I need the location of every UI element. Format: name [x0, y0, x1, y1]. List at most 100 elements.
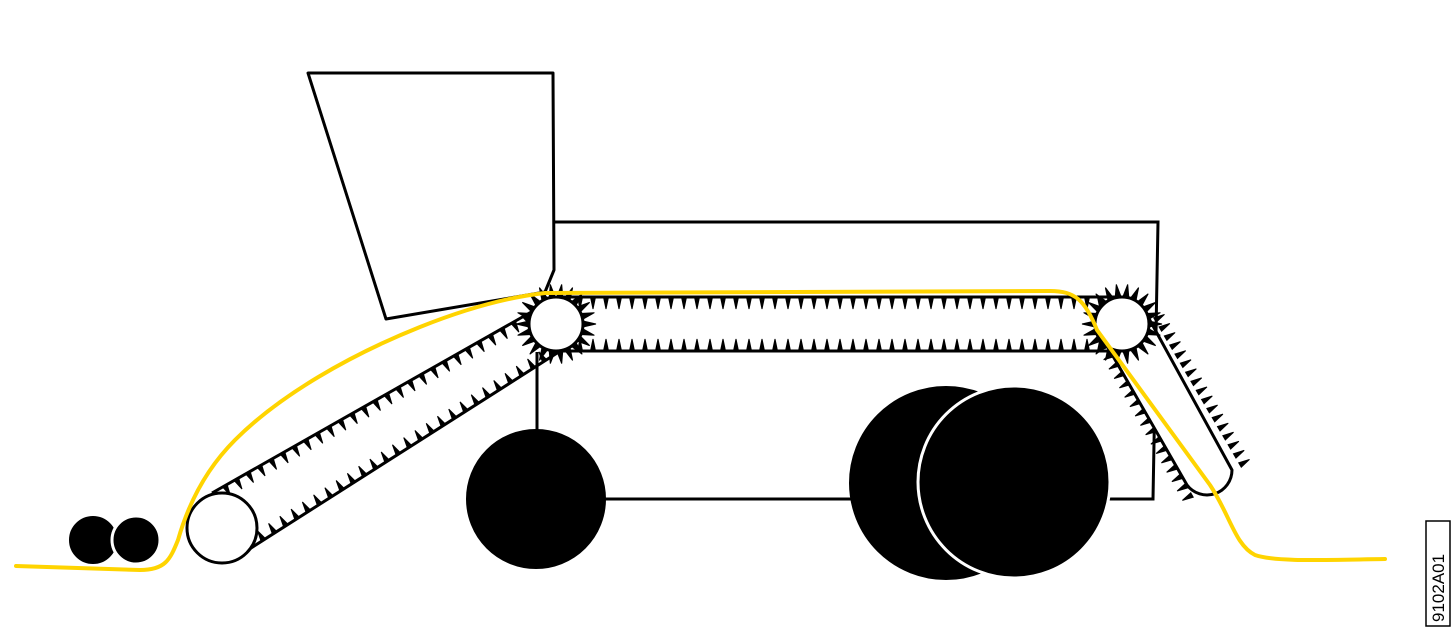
- belt-tooth: [927, 338, 935, 352]
- belt-tooth: [325, 425, 335, 438]
- belt-tooth: [515, 320, 530, 328]
- hopper-outline: [306, 71, 556, 321]
- belt-tooth: [459, 401, 469, 414]
- belt-tooth: [268, 523, 278, 535]
- belt-tooth: [245, 470, 254, 483]
- belt-tooth: [1108, 360, 1121, 370]
- belt-tooth: [758, 296, 766, 310]
- belt-tooth: [1124, 388, 1137, 398]
- belt-tooth: [504, 372, 514, 385]
- belt-tooth: [940, 296, 948, 310]
- belt-tooth: [810, 296, 818, 310]
- belt-tooth: [1083, 338, 1091, 352]
- belt-tooth: [1152, 313, 1165, 323]
- belt-tooth: [346, 473, 357, 485]
- belt-tooth: [849, 338, 857, 352]
- belt-tooth: [784, 338, 792, 352]
- belt-tooth: [719, 338, 727, 352]
- belt-tooth: [615, 338, 623, 352]
- right-sprocket: [1093, 295, 1151, 353]
- belt-tooth: [979, 296, 987, 310]
- belt-tooth: [875, 296, 883, 310]
- belt-tooth: [291, 444, 301, 457]
- belt-tooth: [1145, 426, 1158, 436]
- belt-tooth: [482, 387, 492, 399]
- belt-tooth: [1237, 458, 1250, 468]
- belt-tooth: [475, 340, 485, 353]
- belt-tooth: [589, 338, 597, 352]
- belt-tooth: [510, 320, 520, 333]
- inclined-belt-conveyor: [211, 309, 566, 557]
- belt-tooth: [1166, 463, 1179, 473]
- belt-tooth: [615, 296, 623, 310]
- product-ball-right: [110, 514, 162, 566]
- rear-wheel-front: [916, 384, 1112, 580]
- belt-tooth: [380, 451, 391, 464]
- belt-tooth: [392, 444, 402, 457]
- belt-tooth: [836, 296, 844, 310]
- belt-tooth: [992, 338, 1000, 352]
- belt-tooth: [914, 338, 922, 352]
- belt-tooth: [667, 296, 675, 310]
- belt-tooth: [654, 296, 662, 310]
- belt-tooth: [680, 338, 688, 352]
- belt-tooth: [758, 338, 766, 352]
- belt-tooth: [324, 487, 334, 500]
- belt-tooth: [418, 372, 428, 385]
- belt-tooth: [836, 338, 844, 352]
- belt-tooth: [372, 399, 381, 411]
- belt-tooth: [732, 296, 740, 310]
- right-sprocket-teeth: [1081, 284, 1163, 364]
- belt-tooth: [1031, 296, 1039, 310]
- belt-tooth: [279, 515, 289, 528]
- belt-tooth: [966, 296, 974, 310]
- belt-tooth: [1190, 377, 1203, 387]
- belt-tooth: [784, 296, 792, 310]
- belt-tooth: [1005, 338, 1013, 352]
- belt-tooth: [992, 296, 1000, 310]
- belt-tooth: [641, 296, 649, 310]
- belt-tooth: [313, 494, 323, 507]
- belt-tooth: [693, 338, 701, 352]
- belt-tooth: [358, 465, 368, 478]
- belt-tooth: [1083, 296, 1091, 310]
- belt-tooth: [706, 338, 714, 352]
- belt-tooth: [256, 530, 267, 542]
- upper-belt-teeth-bottom: [576, 338, 1104, 352]
- belt-tooth: [515, 365, 526, 378]
- belt-tooth: [1018, 338, 1026, 352]
- belt-tooth: [1031, 338, 1039, 352]
- belt-tooth: [383, 392, 393, 405]
- belt-tooth: [1158, 323, 1171, 333]
- belt-tooth: [966, 338, 974, 352]
- reference-code: 9102A01: [1429, 554, 1448, 622]
- belt-tooth: [823, 296, 831, 310]
- front-wheel: [466, 429, 606, 569]
- belt-tooth: [914, 296, 922, 310]
- rear-wheel-pair: [849, 384, 1112, 580]
- belt-tooth: [667, 338, 675, 352]
- belt-tooth: [290, 508, 300, 521]
- product-ball-pair: [69, 514, 162, 566]
- belt-tooth: [441, 359, 451, 372]
- reference-code-box: [1425, 520, 1451, 627]
- belt-tooth: [1168, 341, 1181, 351]
- belt-tooth: [771, 296, 779, 310]
- belt-tooth: [403, 437, 413, 450]
- belt-tooth: [335, 480, 345, 492]
- belt-tooth: [527, 358, 537, 371]
- belt-tooth: [602, 296, 610, 310]
- belt-tooth: [1113, 370, 1126, 379]
- belt-tooth: [745, 296, 753, 310]
- discharge-belt-teeth-right: [1152, 313, 1250, 468]
- belt-tooth: [429, 366, 439, 379]
- belt-tooth: [493, 380, 503, 392]
- upper-belt-teeth-top: [576, 296, 1104, 310]
- belt-tooth: [927, 296, 935, 310]
- belt-tooth: [628, 338, 636, 352]
- belt-tooth: [745, 338, 753, 352]
- belt-tooth: [498, 327, 508, 339]
- belt-tooth: [589, 296, 597, 310]
- belt-tooth: [862, 338, 870, 352]
- belt-tooth: [1044, 338, 1052, 352]
